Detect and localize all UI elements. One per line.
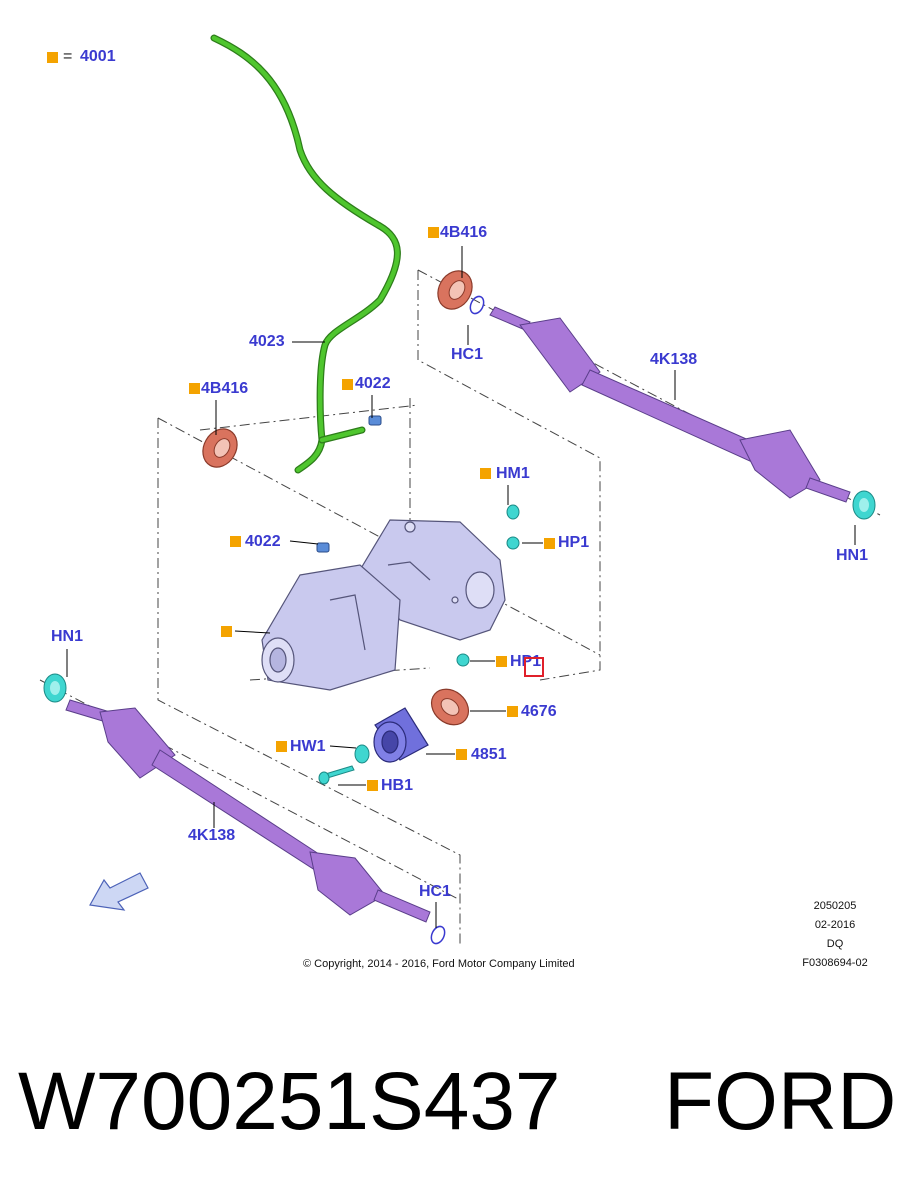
marker-plug-upper <box>544 538 555 549</box>
drawing-code-4: F0308694-02 <box>802 957 868 969</box>
label-nut-left: HN1 <box>51 628 84 645</box>
seal-upper <box>437 270 473 310</box>
marker-seal-left <box>189 383 200 394</box>
copyright-text: © Copyright, 2014 - 2016, Ford Motor Com… <box>303 958 575 970</box>
label-bolt: HB1 <box>381 777 414 794</box>
hex-nut-right <box>852 490 876 520</box>
mount-hm1 <box>506 504 520 520</box>
clip-lower <box>430 925 446 945</box>
label-plug-upper: HP1 <box>558 534 590 551</box>
drawing-code-2: 02-2016 <box>814 919 856 931</box>
flange <box>373 707 429 763</box>
halfshaft-upper <box>489 306 851 503</box>
breather-hose <box>210 34 401 474</box>
fitting-upper <box>368 415 382 426</box>
label-clip-top: HC1 <box>451 346 484 363</box>
label-halfshaft-top: 4K138 <box>650 351 698 368</box>
highlight-box <box>524 657 544 677</box>
legend-value: 4001 <box>80 48 116 65</box>
label-flange: 4851 <box>471 746 507 763</box>
label-washer: HW1 <box>290 738 326 755</box>
frame-guide-6 <box>199 404 419 431</box>
plug-hp1-lower <box>456 653 470 667</box>
label-seal-top: 4B416 <box>440 224 488 241</box>
label-seal-lower: 4676 <box>521 703 557 720</box>
part-number: W700251S437 <box>18 1056 561 1147</box>
label-seal-left: 4B416 <box>201 380 249 397</box>
label-breather-hose: 4023 <box>249 333 285 350</box>
washer-hw1 <box>354 744 370 764</box>
halfshaft-lower <box>65 699 431 923</box>
label-fitting-upper: 4022 <box>355 375 391 392</box>
marker-flange <box>456 749 467 760</box>
drawing-code-1: 2050205 <box>813 900 857 912</box>
label-nut-right: HN1 <box>836 547 869 564</box>
marker-mount-hm1 <box>480 468 491 479</box>
label-fitting-lower: 4022 <box>245 533 281 550</box>
parts-diagram: = 4001 4B416 HC1 4K138 HN1 4023 4B416 40… <box>39 34 881 970</box>
diagram-canvas <box>39 34 881 945</box>
marker-bolt <box>367 780 378 791</box>
label-halfshaft-bottom: 4K138 <box>188 827 236 844</box>
bolt-hb1 <box>318 765 355 785</box>
legend-equals: = <box>63 48 73 65</box>
clip-upper <box>469 295 485 315</box>
fitting-lower <box>316 542 330 553</box>
frame-upper-right <box>417 270 601 681</box>
brand-name: FORD <box>664 1056 897 1147</box>
label-clip-bottom: HC1 <box>419 883 452 900</box>
frame-guide-4 <box>39 679 461 901</box>
marker-washer <box>276 741 287 752</box>
marker-fitting-upper <box>342 379 353 390</box>
marker-seal-lower <box>507 706 518 717</box>
marker-seal-top <box>428 227 439 238</box>
marker-plug-lower <box>496 656 507 667</box>
label-mount-hm1: HM1 <box>496 465 530 482</box>
marker-fitting-lower <box>230 536 241 547</box>
direction-arrow-icon <box>89 872 149 911</box>
marker-housing <box>221 626 232 637</box>
drawing-code-3: DQ <box>826 938 844 950</box>
seal-lower <box>430 688 470 726</box>
hex-nut-left <box>43 673 67 703</box>
legend-marker <box>47 52 58 63</box>
differential-housing <box>261 519 506 691</box>
plug-hp1-upper <box>506 536 520 550</box>
seal-left <box>202 428 238 468</box>
